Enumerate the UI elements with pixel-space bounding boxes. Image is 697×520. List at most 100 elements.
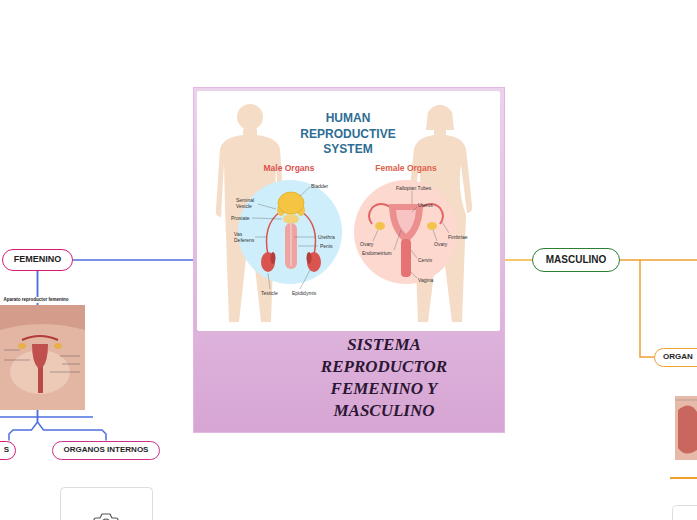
sub-branch-pill: ORGANOS INTERNOS <box>52 441 160 460</box>
central-panel <box>193 87 505 433</box>
group-heading: Male Organs <box>263 163 314 174</box>
female-organs <box>396 210 416 234</box>
branch-connector <box>620 260 654 357</box>
female-photo <box>22 336 58 340</box>
female-photo <box>60 356 80 357</box>
male-organs <box>271 252 276 264</box>
female-photo <box>4 350 20 351</box>
part-name: Endometrium <box>362 250 392 256</box>
image-placeholder <box>673 506 697 520</box>
male-leaders <box>255 237 266 238</box>
right-photo <box>670 477 697 479</box>
image-placeholder <box>102 519 110 520</box>
male-leaders <box>252 218 282 219</box>
male-leaders <box>268 273 270 289</box>
branch-pill: MASCULINO <box>532 248 620 272</box>
male-leaders <box>300 187 310 196</box>
male-leaders <box>258 204 276 209</box>
branch-connector <box>505 259 532 261</box>
right-photo <box>675 396 697 460</box>
female-leaders <box>394 230 401 250</box>
male-organs <box>261 192 321 272</box>
female-photo <box>4 350 80 372</box>
branch-underline <box>0 417 93 418</box>
female-photo <box>4 360 30 361</box>
group-heading: Female Organs <box>375 163 436 174</box>
female-leaders <box>442 222 449 233</box>
image-caption: Aparato reproductor femenino <box>2 297 69 303</box>
female-organs <box>427 222 437 230</box>
female-organs <box>369 204 392 224</box>
part-name: Fallopian Tubes <box>396 185 431 191</box>
female-photo <box>32 344 48 368</box>
branch-text: FEMENINO <box>14 254 62 264</box>
branch-text: S <box>4 445 9 454</box>
male-organs <box>261 252 275 272</box>
female-leaders <box>412 207 417 212</box>
female-photo <box>0 305 85 410</box>
part-name: Urethra <box>318 234 335 240</box>
part-name: Testicle <box>261 290 278 296</box>
male-organs <box>307 252 312 264</box>
male-organs <box>307 252 321 272</box>
female-organs <box>389 204 423 240</box>
branch-text: MASCULINO <box>546 254 607 265</box>
female-photo <box>38 367 43 393</box>
branch-pill: FEMENINO <box>2 249 73 271</box>
right-photo <box>678 405 697 453</box>
branch-text: ORGAN <box>663 352 693 361</box>
female-leaders <box>411 272 417 278</box>
central-title: SISTEMA REPRODUCTOR FEMENINO Y MASCULINO <box>299 334 469 422</box>
female-photo <box>0 305 85 410</box>
image-placeholder <box>94 514 118 520</box>
female-organs <box>375 222 385 230</box>
branch-connector <box>73 259 193 261</box>
part-name: Vas Deferens <box>234 231 254 243</box>
sub-branch-pill: S <box>0 441 16 460</box>
female-photo <box>0 324 85 410</box>
female-photo <box>18 343 26 349</box>
female-leaders <box>411 250 417 258</box>
sub-branch-pill: ORGAN <box>654 348 697 367</box>
male-organs <box>291 223 292 266</box>
female-leaders <box>412 191 413 204</box>
silhouettes <box>216 104 472 322</box>
image-placeholder <box>61 488 697 520</box>
part-name: Ovary <box>360 241 373 247</box>
female-photo <box>62 364 80 365</box>
silhouettes <box>426 105 454 130</box>
male-organs <box>302 212 316 255</box>
silhouettes <box>237 104 263 130</box>
branch-underline <box>0 416 93 418</box>
organ-circles <box>238 180 458 284</box>
female-leaders <box>373 191 449 278</box>
female-leaders <box>433 230 437 241</box>
part-name: Penis <box>320 243 333 249</box>
female-organs <box>401 239 411 277</box>
illustration-title: HUMAN REPRODUCTIVE SYSTEM <box>293 111 403 158</box>
part-name: Uterus <box>418 202 433 208</box>
female-leaders <box>373 230 378 241</box>
branch-text: ORGANOS INTERNOS <box>64 445 149 454</box>
central-panel <box>193 87 505 433</box>
image-placeholder <box>61 488 153 520</box>
part-name: Bladder <box>311 183 328 189</box>
right-photo <box>675 400 697 401</box>
male-leaders <box>300 270 310 289</box>
organ-circles <box>238 180 342 284</box>
male-organs <box>283 214 299 224</box>
male-organs <box>278 192 304 214</box>
central-panel <box>197 91 500 331</box>
male-organs <box>285 223 297 269</box>
female-organs <box>369 204 443 277</box>
part-name: Cervix <box>418 257 432 263</box>
male-leaders <box>294 237 316 238</box>
part-name: Epididymis <box>292 290 316 296</box>
organ-circles <box>354 180 458 284</box>
right-photo <box>640 259 697 261</box>
male-leaders <box>298 246 318 247</box>
part-name: Seminal Vesicle <box>236 197 258 209</box>
female-photo <box>50 372 80 373</box>
part-name: Ovary <box>434 241 447 247</box>
